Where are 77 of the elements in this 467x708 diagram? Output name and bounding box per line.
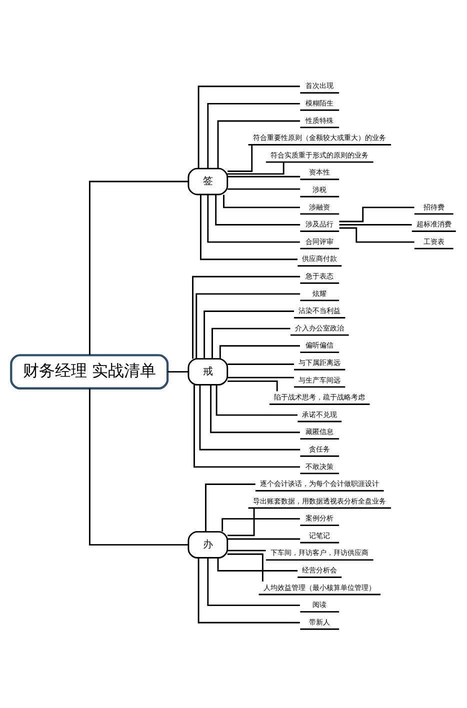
node-text: 涉税 [312,184,327,194]
node-text: 下车间，拜访客户，拜访供应商 [270,548,369,557]
connector [198,558,300,623]
node-text: 供应商付款 [302,254,338,263]
node-text: 承诺不兑现 [302,409,338,418]
connector [228,549,266,551]
node-text: 炫耀 [312,288,327,298]
node-text: 沾染不当利益 [298,306,341,315]
node-text: 陷于战术思考，疏于战略考虑 [274,392,366,402]
node-box: 戒 [188,358,228,385]
connector [339,206,414,222]
node-text: 偏听偏信 [306,340,334,350]
connector [339,226,414,242]
node-text: 超标准消费 [416,219,452,228]
node-text: 阅读 [312,600,327,609]
connector [339,224,412,225]
connector [168,370,188,372]
connector [227,552,264,581]
node-text: 贪任务 [309,444,330,453]
node-text: 符合实质重于形式的原则的业务 [270,150,369,159]
node-text: 经营分析会 [302,565,338,574]
node-box: 财务经理 实战清单 [10,354,169,389]
connector [228,538,300,540]
connector [219,344,300,358]
node-text: 记笔记 [309,530,330,540]
connector [222,518,300,531]
node-text: 资本性 [309,167,330,176]
node-text: 藏匿信息 [306,426,334,436]
connector [200,194,298,260]
node-text: 案例分析 [306,513,334,522]
connector [227,508,255,536]
node-text: 符合重要性原则（金额较大或重大）的业务 [253,132,386,142]
node-text: 与下属距离远 [298,357,341,366]
connector [216,384,298,416]
connector [228,144,253,172]
node-text: 逐个会计谈话，为每个会计做职涯设计 [260,478,380,488]
connector [228,175,300,177]
node-text: 合同评审 [306,236,334,246]
node-text: 介入办公室政治 [295,322,344,332]
connector [207,102,300,168]
connector [228,376,294,378]
connector [228,363,294,364]
connector [192,275,300,358]
connector [198,85,300,168]
connector [228,380,278,391]
node-text: 招待费 [423,202,444,211]
connector [217,120,300,168]
connector [227,162,284,174]
connector [217,558,298,571]
node-text: 不敢决策 [306,461,334,470]
node-text: 导出账套数据，用数据透视表分析全盘业务 [253,496,386,505]
connector [199,384,300,450]
node-box: 办 [188,530,228,558]
node-text: 工资表 [423,236,444,246]
connector [223,194,300,208]
connector [215,194,300,225]
node-box: 签 [188,167,228,195]
connector [196,292,300,358]
node-text: 首次出现 [306,80,334,90]
connector [204,310,294,358]
node-text: 急于表态 [306,270,334,280]
connector [205,483,256,532]
node-text: 与生产车间远 [298,374,341,384]
node-text: 模糊陌生 [306,98,334,107]
node-text: 涉融资 [309,202,330,211]
node-text: 性质特殊 [306,115,334,124]
connector [212,327,290,358]
connector [88,180,188,354]
node-text: 涉及品行 [306,219,334,228]
connector [194,384,300,468]
connector [207,557,300,606]
node-text: 人均效益管理（最小核算单位管理） [264,582,376,592]
connector [228,188,300,190]
connector [88,388,188,545]
connector [210,384,300,433]
connector [207,194,300,242]
node-text: 带新人 [309,616,330,626]
